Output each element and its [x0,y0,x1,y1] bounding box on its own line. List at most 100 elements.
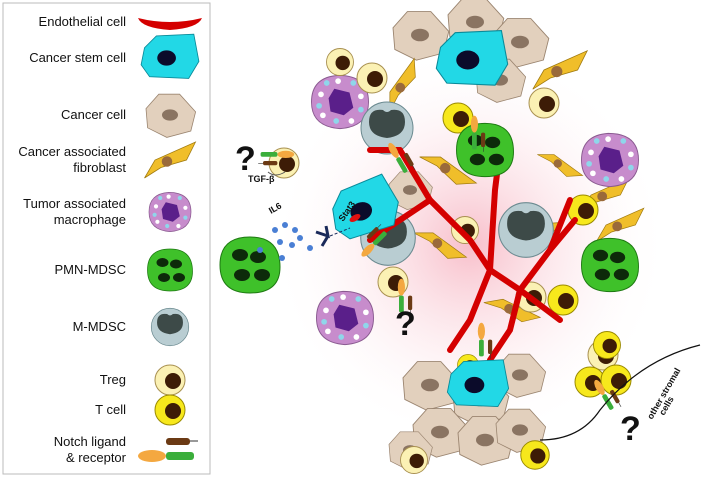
granule [320,112,326,119]
granule [605,136,611,142]
treg-icon [154,364,186,396]
pmn-body [456,122,514,178]
nucleus-lobe [469,153,485,166]
t-cell-cell [593,331,621,359]
m-mdsc-cell [498,202,554,258]
notch-receptor-brown [408,295,413,311]
notch-receptor-green [166,452,194,460]
nucleus [578,203,594,219]
nucleus [395,82,406,93]
stromal-boundary-line [539,344,701,441]
notch-receptor-green [372,231,387,246]
granule [620,138,627,144]
notch-ligand [397,278,405,296]
nucleus [165,373,181,389]
nucleus [157,50,176,66]
granule [158,195,163,201]
nucleus [161,156,173,167]
notch-receptor-brown [166,438,190,445]
nucleus [279,156,295,172]
granule [152,212,157,217]
tgf-beta-label: TGF-β [248,174,275,184]
m-mdsc-icon [150,307,190,347]
legend-box [2,2,211,475]
legend-label-line: & receptor [66,450,127,465]
legend-label: Cancer stem cell [29,50,126,65]
granule [603,176,610,182]
nucleus [512,369,528,381]
notch-ligand [594,379,605,395]
legend-label-line: Notch ligand [54,434,126,449]
legend-label-line: PMN-MDSC [55,262,127,277]
signal-dash [329,227,351,237]
notch-receptor-green [396,157,408,173]
notch-ligand [361,243,375,257]
endothelial-vessel [367,197,433,243]
cancer-stem-cell-cell [435,30,509,86]
nucleus [598,146,624,174]
nucleus [409,453,424,469]
nucleus [507,210,545,241]
notch-ligand-receptor-cell [397,278,413,315]
nucleus [456,50,480,70]
tgf-arrow-icon [267,171,286,176]
notch-receptor-brown [488,339,493,355]
legend-label: PMN-MDSC [55,262,127,277]
fibroblast-cell [537,154,584,177]
t-cell-icon [154,394,186,426]
notch-receptor-green [398,295,404,313]
legend-label-line: Tumor associated [23,196,126,211]
granule [176,223,181,229]
nucleus [333,304,359,332]
granule [340,294,346,300]
treg-cell [400,446,428,474]
legend-item-t-cell: T cell [95,394,186,426]
legend-label-line: fibroblast [73,160,126,175]
nucleus [411,28,429,42]
notch-receptor-brown [366,227,379,239]
legend-item-notch-ligand-receptor: Notch ligand& receptor [54,434,198,465]
granule [618,176,625,182]
nucleus [328,88,354,116]
endothelial-shape [138,18,202,30]
legend-item-endothelial-cell: Endothelial cell [39,14,202,30]
nucleus-lobe [254,269,270,281]
nucleus-lobe [488,153,504,166]
granule [325,328,331,335]
il6-receptor-icon [315,225,330,247]
granule [355,296,362,302]
pmn-mdsc-cell [581,237,639,293]
tumor-scene [219,0,645,474]
nucleus [165,403,181,419]
endothelial-vessel [397,147,563,323]
il6-molecule [282,222,288,228]
m-mdsc-cell [360,101,414,155]
legend-label-line: Cancer associated [18,144,126,159]
nucleus-lobe [234,269,250,281]
macrophage-cell [311,74,369,130]
legend-label: Cancer cell [61,107,126,122]
granule [335,78,341,84]
fibroblast-icon [144,141,197,179]
nucleus [602,338,617,354]
endothelial-vessel [487,287,523,363]
granule [318,91,324,98]
receptor-tail [618,402,622,407]
granule [183,205,188,210]
nucleus-lobe [158,273,170,282]
treg-cell [528,87,560,119]
nucleus [403,185,417,195]
legend-item-pmn-mdsc: PMN-MDSC [55,248,193,292]
il6-molecule [297,235,303,241]
legend-item-m-mdsc: M-MDSC [73,307,190,347]
nucleus [466,15,484,29]
t-cell-cell [600,364,632,396]
nucleus [551,66,563,78]
legend-label: Endothelial cell [39,14,127,29]
notch-ligand-receptor-cell [477,322,493,359]
pmn-body [581,237,639,293]
notch-receptor-green [260,152,278,157]
nucleus [431,425,449,439]
granule [358,106,364,113]
